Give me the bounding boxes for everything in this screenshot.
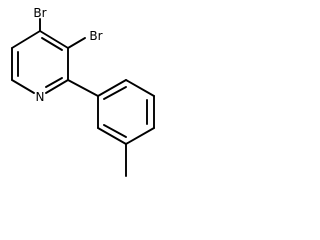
bond-a4-a5 [125, 127, 155, 145]
bond-c4-c3 [39, 30, 69, 49]
bond-a2-a3 [125, 79, 155, 97]
bond-a1-a2 [97, 79, 127, 97]
bond-a5-a6-double [103, 124, 127, 138]
bond-c2-aryl [67, 79, 99, 97]
pyridine-ring [11, 30, 69, 94]
bond-c4-c3-double [41, 37, 63, 51]
molecule-structure: Br Br N [11, 6, 155, 177]
atom-label-br-right: Br [89, 29, 102, 43]
bond-n-c6 [11, 79, 35, 94]
atom-label-br-top: Br [33, 6, 46, 20]
bond-c3-br [67, 37, 86, 49]
bond-c2-n-double [45, 77, 63, 88]
bond-c5-c4 [11, 30, 41, 49]
bond-a5-a6 [97, 127, 127, 145]
bond-a1-a2-double [103, 86, 127, 100]
atom-label-n: N [36, 90, 45, 104]
tolyl-ring [97, 79, 155, 145]
bond-c2-n [45, 79, 69, 94]
